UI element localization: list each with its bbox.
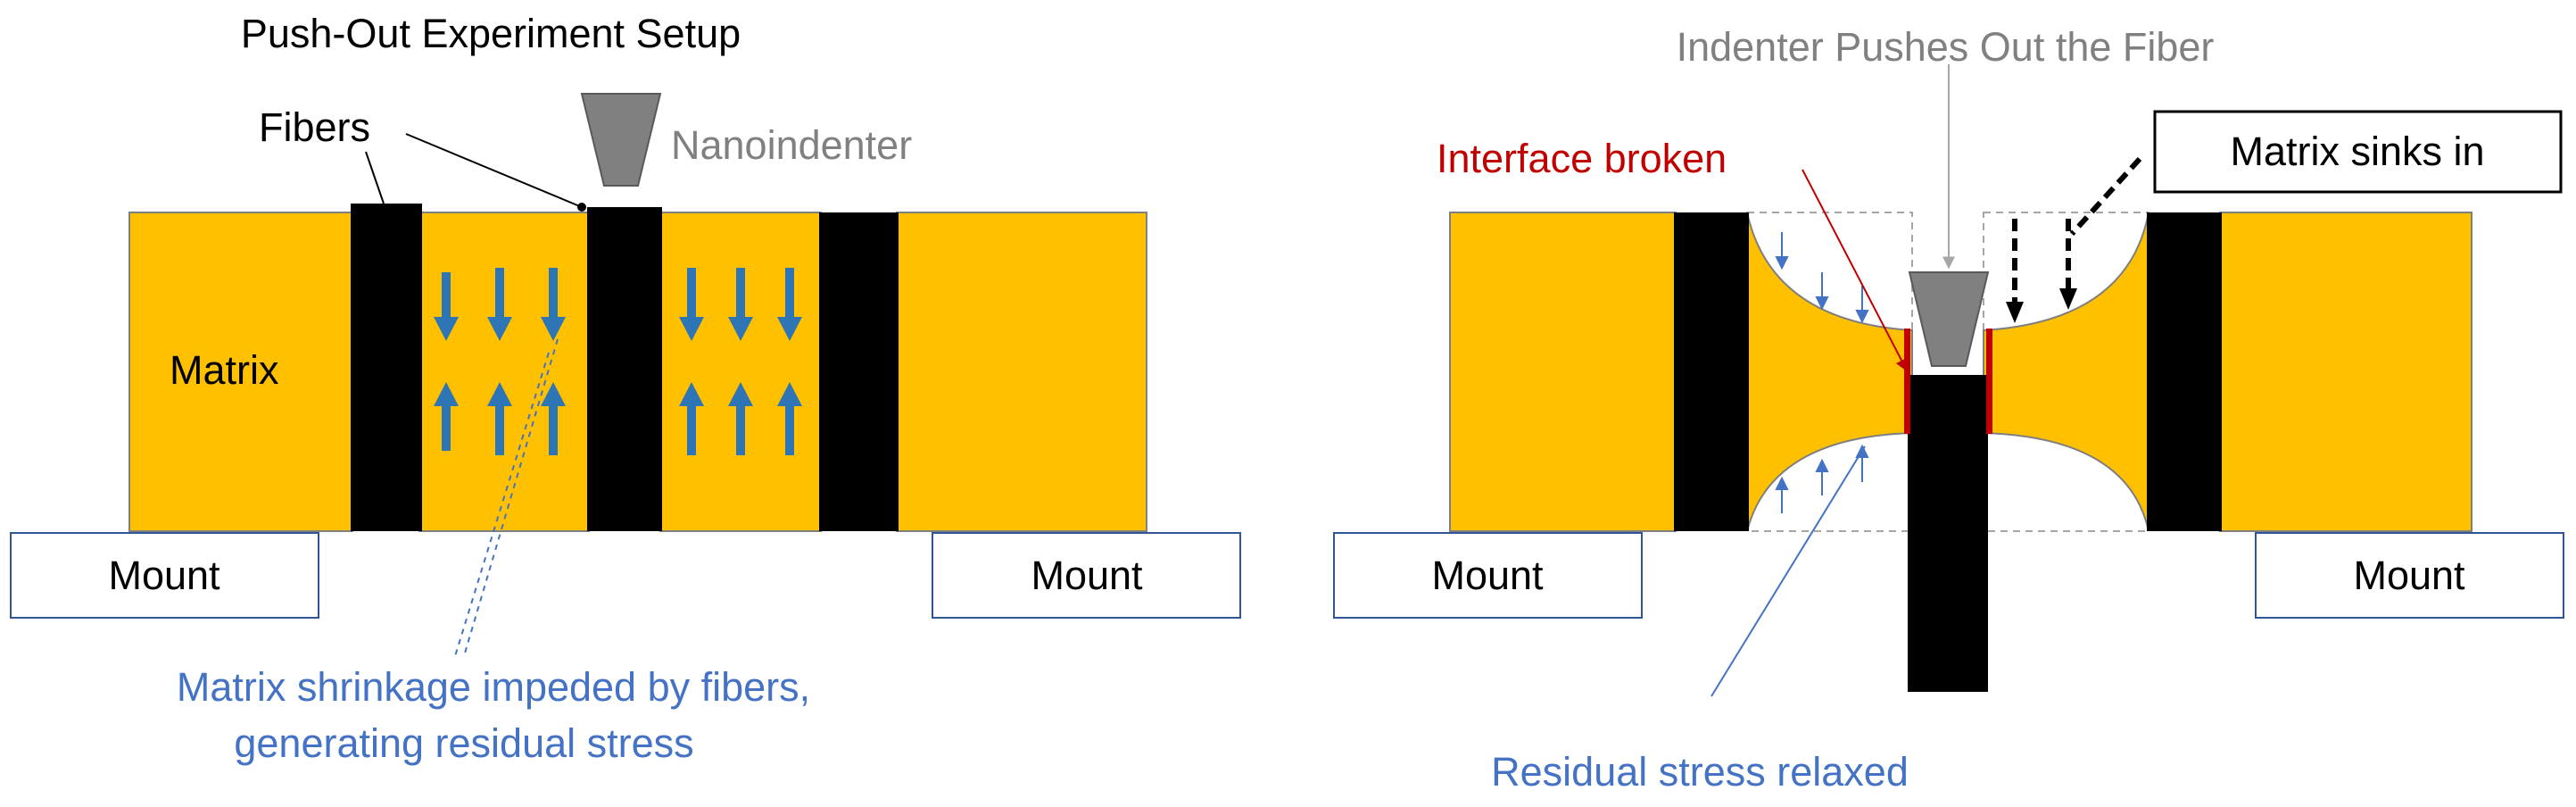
left-panel: Push-Out Experiment Setup Fibers Nanoind…: [10, 11, 1241, 766]
sink-arrows: [2006, 156, 2142, 323]
right-matrix-left: [1449, 212, 1677, 532]
down-arrow: [541, 268, 566, 341]
left-fiber-1: [351, 204, 422, 531]
left-mount-2-label: Mount: [1031, 553, 1143, 598]
left-mount-1: [10, 532, 319, 619]
matrix-label: Matrix: [170, 347, 279, 393]
small-down-arrow: [1815, 272, 1829, 311]
interface-leader: [1802, 169, 1908, 372]
right-mount-1: [1333, 532, 1643, 619]
down-arrow: [434, 272, 459, 341]
down-arrow: [487, 268, 512, 341]
sink-arrow-diagonal: [2069, 156, 2142, 237]
sink-label-box: [2153, 110, 2563, 194]
deformed-matrix-left: [1746, 212, 1913, 532]
relaxed-leader: [1710, 445, 1866, 697]
down-arrow: [728, 268, 753, 341]
fibers-leader-2: [405, 133, 583, 208]
up-arrow: [777, 382, 802, 455]
interface-broken-left: [1904, 329, 1910, 434]
left-title: Push-Out Experiment Setup: [241, 11, 741, 56]
right-title: Indenter Pushes Out the Fiber: [1677, 24, 2215, 70]
small-up-arrow: [1775, 476, 1789, 513]
original-matrix-outline-left: [1746, 212, 1913, 532]
right-matrix-right: [2219, 212, 2472, 532]
original-matrix-outline-right: [1983, 212, 2149, 532]
right-fiber-left: [1674, 212, 1749, 531]
fibers-leader-dot: [577, 203, 586, 212]
left-mount-2: [932, 532, 1241, 619]
caption-line-2: generating residual stress: [234, 720, 693, 766]
caption-pointer-1: [463, 338, 559, 657]
small-up-arrow: [1815, 458, 1829, 495]
small-down-arrow: [1775, 232, 1789, 270]
up-arrow: [728, 382, 753, 455]
relaxed-label: Residual stress relaxed: [1491, 749, 1909, 795]
interface-broken-label: Interface broken: [1437, 136, 1727, 181]
sink-arrow-2: [2059, 219, 2077, 310]
nanoindenter-icon: [580, 93, 662, 187]
right-mount-2-label: Mount: [2353, 553, 2465, 598]
right-mount-1-label: Mount: [1431, 553, 1544, 598]
left-mount-1-label: Mount: [108, 553, 220, 598]
fibers-label: Fibers: [259, 104, 370, 150]
sink-label: Matrix sinks in: [2230, 129, 2484, 174]
up-arrow: [487, 382, 512, 455]
caption-line-1: Matrix shrinkage impeded by fibers,: [177, 664, 810, 710]
right-panel: Indenter Pushes Out the Fiber Interface …: [1333, 24, 2564, 795]
fibers-leader-1: [365, 151, 385, 204]
right-mount-2: [2255, 532, 2564, 619]
sink-arrow-1: [2006, 219, 2024, 323]
nanoindenter-label: Nanoindenter: [671, 122, 912, 168]
pushed-out-fiber: [1908, 375, 1988, 692]
up-arrow: [434, 382, 459, 451]
left-fiber-2: [587, 207, 662, 531]
residual-stress-arrows: [434, 268, 802, 455]
right-fiber-right: [2147, 212, 2222, 531]
down-arrow: [777, 268, 802, 341]
interface-broken-right: [1986, 329, 1992, 434]
left-fiber-3: [819, 212, 899, 531]
indenter-icon: [1908, 271, 1990, 367]
up-arrow: [541, 382, 566, 455]
up-arrow: [679, 382, 704, 455]
down-arrow: [679, 268, 704, 341]
small-down-arrow: [1855, 286, 1869, 324]
